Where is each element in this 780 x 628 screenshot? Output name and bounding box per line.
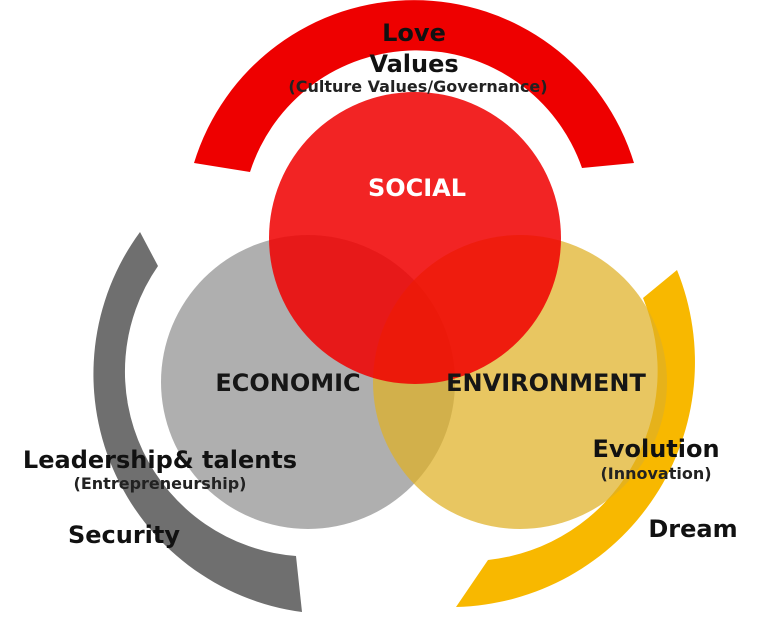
gray-arc (93, 232, 302, 612)
evolution-label: Evolution (592, 435, 719, 463)
leadership-label: Leadership& talents (23, 446, 297, 474)
entrepreneurship-label: (Entrepreneurship) (74, 474, 247, 493)
culture-values-label: (Culture Values/Governance) (288, 77, 547, 96)
environment-label: ENVIRONMENT (446, 369, 646, 397)
social-label: SOCIAL (368, 174, 466, 202)
social-circle (269, 92, 561, 384)
economic-label: ECONOMIC (215, 369, 360, 397)
dream-label: Dream (648, 515, 737, 543)
innovation-label: (Innovation) (600, 464, 711, 483)
love-label: Love (382, 19, 446, 47)
security-label: Security (68, 521, 180, 549)
red-arc (194, 0, 634, 173)
values-label: Values (369, 50, 458, 78)
